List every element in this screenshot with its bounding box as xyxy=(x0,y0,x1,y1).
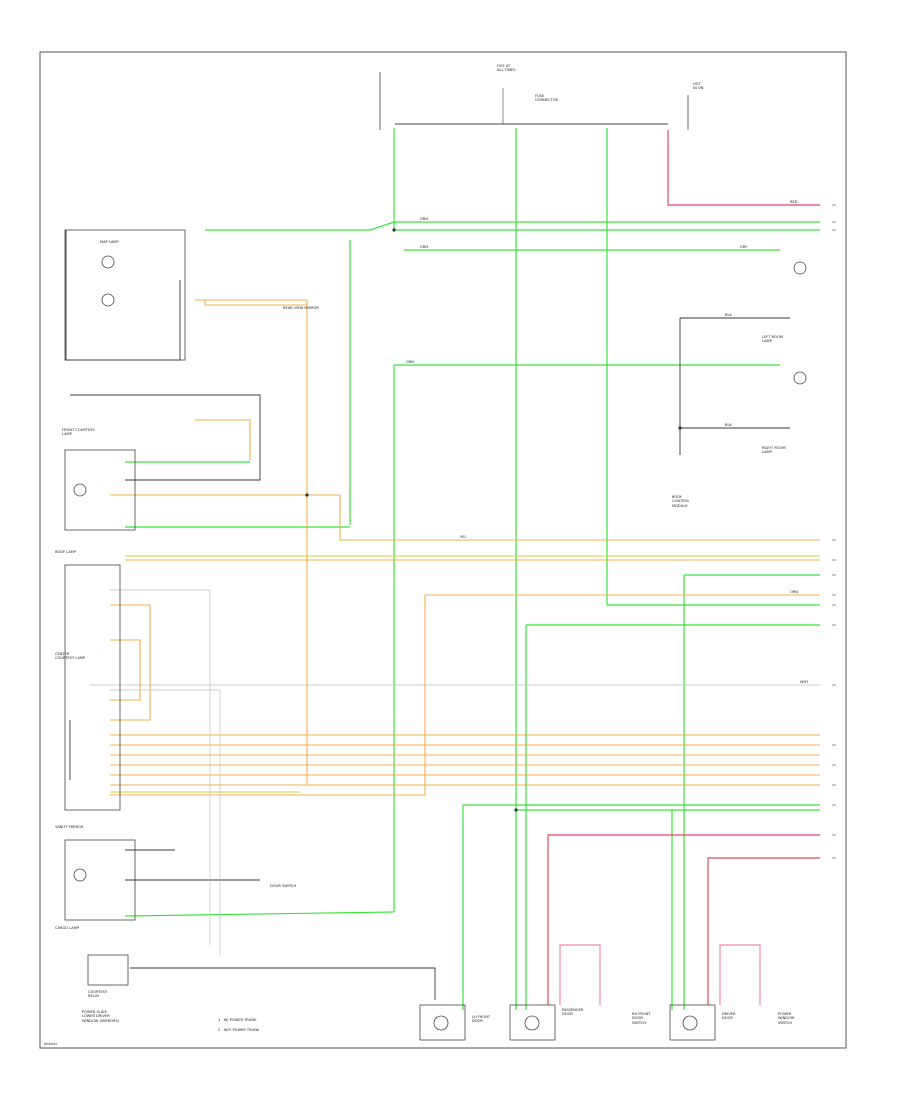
red-wires xyxy=(547,130,820,1005)
label-footnote-2: 2 W/O POWER TRUNK xyxy=(218,1028,260,1032)
wire-code: GRN xyxy=(420,245,428,249)
label-rear-view-mirror: REAR VIEW MIRROR xyxy=(283,306,319,310)
front-courtesy-box xyxy=(64,449,136,531)
components xyxy=(64,229,807,1041)
label-rh-front-door: RH FRONT DOOR SWITCH xyxy=(632,1012,651,1025)
wire-code: GRY xyxy=(740,245,748,249)
passenger-door-box xyxy=(509,1004,556,1041)
label-body-control: BODY CONTROL MODULE xyxy=(672,495,690,508)
black-wires xyxy=(65,230,790,1000)
label-fuse-connector: FUSE CONNECTOR xyxy=(535,94,559,103)
label-map-lamp: MAP LAMP xyxy=(100,240,119,244)
label-center-courtesy: CENTER COURTESY LAMP xyxy=(55,652,86,661)
driver-door-box xyxy=(669,1004,716,1041)
green-wires xyxy=(124,128,820,1010)
cargo-lamp-box xyxy=(64,839,136,921)
body-lamp-box xyxy=(64,564,121,811)
wire-code: BLK xyxy=(725,423,732,427)
label-footnote-1: 1 W/ POWER TRUNK xyxy=(218,1018,257,1022)
label-page: Interior xyxy=(44,1042,58,1046)
label-hot-in-on: HOT IN ON xyxy=(693,82,704,91)
label-courtesy-relay: COURTESY RELAY xyxy=(88,990,108,999)
label-vanity-mirror: VANITY MIRROR xyxy=(55,825,84,829)
lh-door-box xyxy=(419,1004,466,1041)
diagram-border xyxy=(39,51,847,1049)
label-front-courtesy: FRONT COURTESY LAMP xyxy=(62,428,95,437)
label-body-lamp: BODY LAMP xyxy=(55,550,76,554)
label-lh-front-door: LH FRONT DOOR xyxy=(472,1015,491,1024)
wire-code: GRN xyxy=(420,217,428,221)
wire-code: ORN xyxy=(790,590,799,594)
label-power-window: POWER WINDOW SWITCH xyxy=(778,1012,795,1025)
relay-box xyxy=(87,954,129,986)
label-power-note: POWER SLIDE LOWER DRIVER WINDOW (MIRRORS… xyxy=(82,1010,120,1023)
map-lamp-box xyxy=(64,229,186,361)
label-passenger-door: PASSENGER DOOR xyxy=(562,1008,584,1017)
label-left-room: LEFT ROOM LAMP xyxy=(762,335,783,344)
label-right-room: RIGHT ROOM LAMP xyxy=(762,446,786,455)
wire-code: YEL xyxy=(460,535,467,539)
label-hot-at-all-times: HOT AT ALL TIMES xyxy=(497,64,516,73)
wire-code: BLK xyxy=(725,313,732,317)
wire-code: WHT xyxy=(800,680,809,684)
orange-wires xyxy=(110,299,820,796)
label-cargo-lamp: CARGO LAMP xyxy=(55,926,80,930)
wire-code: RED xyxy=(790,200,798,204)
label-driver-door: DRIVER DOOR xyxy=(722,1012,736,1021)
wire-code: GRN xyxy=(406,360,414,364)
label-door-switch: DOOR SWITCH xyxy=(270,884,297,888)
